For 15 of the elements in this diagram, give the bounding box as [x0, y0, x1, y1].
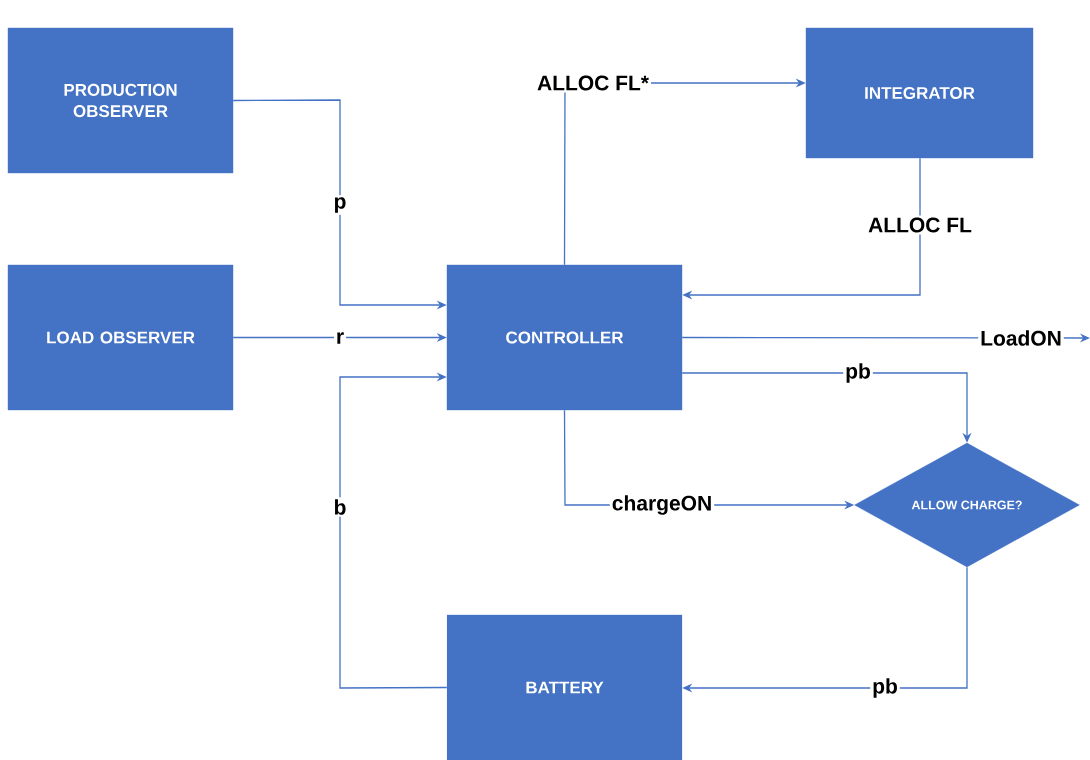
process-box: INTEGRATOR: [805, 27, 1034, 159]
edge-label: p: [331, 195, 349, 215]
process-box: CONTROLLER: [446, 264, 683, 411]
edge-label: pb: [870, 676, 900, 700]
arrow: [339, 372, 448, 689]
edge-label: ALLOC FL*: [535, 73, 651, 93]
process-box: LOAD OBSERVER: [7, 264, 234, 411]
edge-label: ALLOC FL: [866, 215, 974, 235]
edge-label: r: [333, 330, 347, 346]
edge-label: pb: [843, 361, 873, 385]
edge-label: chargeON: [609, 493, 715, 517]
process-box: PRODUCTION OBSERVER: [7, 27, 234, 174]
edge-label: b: [331, 497, 349, 517]
process-box: BATTERY: [446, 614, 683, 760]
edge-label: LoadON: [978, 328, 1064, 348]
